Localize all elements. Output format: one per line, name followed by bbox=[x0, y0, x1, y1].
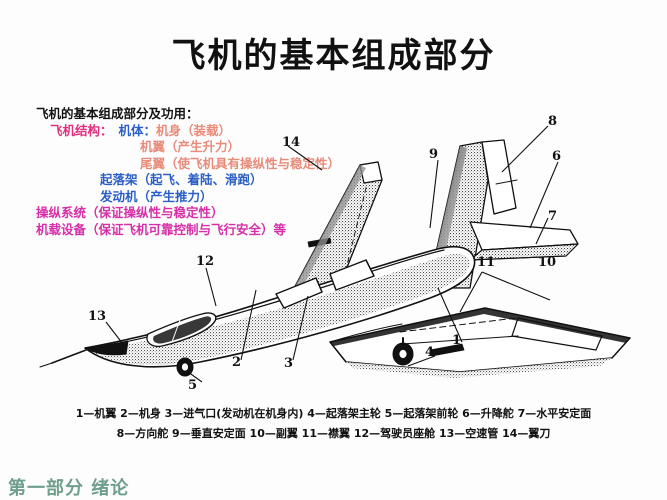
leader-9 bbox=[429, 159, 439, 229]
callout-5: 5 bbox=[188, 378, 198, 393]
outline-label-engine: 发动机（产生推力） bbox=[100, 188, 213, 204]
outline-row-structure: 飞机结构： 机体：机身（装载） bbox=[36, 123, 340, 140]
callout-3: 3 bbox=[284, 356, 294, 371]
outline-label-structure: 飞机结构： bbox=[50, 122, 113, 138]
leader-3 bbox=[292, 295, 309, 361]
callout-2: 2 bbox=[232, 355, 242, 370]
leader-13 bbox=[105, 321, 127, 349]
legend-line-1: 1—机翼 2—机身 3—进气口(发动机在机身内) 4—起落架主轮 5—起落架前轮… bbox=[75, 407, 592, 420]
outline-heading: 飞机的基本组成部分及功用： bbox=[36, 106, 199, 121]
callout-7: 7 bbox=[548, 209, 558, 224]
callout-12: 12 bbox=[196, 254, 215, 269]
legend: 1—机翼 2—机身 3—进气口(发动机在机身内) 4—起落架主轮 5—起落架前轮… bbox=[0, 404, 667, 444]
outline-label-airframe: 机体： bbox=[118, 122, 157, 138]
leader-7 bbox=[535, 217, 549, 245]
legend-line-2: 8—方向舵 9—垂直安定面 10—副翼 11—襟翼 12—驾驶员座舱 13—空速… bbox=[116, 427, 551, 440]
footer-section-label: 第一部分 绪论 bbox=[8, 478, 130, 499]
leader-2 bbox=[240, 289, 257, 361]
leader-8 bbox=[501, 125, 549, 173]
leader-4 bbox=[407, 355, 436, 367]
callout-14: 14 bbox=[282, 135, 301, 150]
leader-14 bbox=[287, 145, 323, 171]
outline-label-avionics: 机载设备（保证飞机可靠控制与飞行安全）等 bbox=[36, 221, 287, 237]
callout-11: 11 bbox=[477, 255, 496, 270]
outline-label-wing: 机翼（产生升力） bbox=[140, 139, 241, 154]
outline-label-control-system: 操纵系统（保证操纵性与稳定性） bbox=[36, 205, 224, 220]
outline-label-fuselage: 机身（装载） bbox=[156, 122, 232, 138]
leader-12 bbox=[205, 267, 217, 307]
callout-10: 10 bbox=[538, 255, 557, 270]
outline-label-empennage: 尾翼（使飞机具有操纵性与稳定性） bbox=[140, 155, 341, 171]
outline-text-block: 飞机的基本组成部分及功用： 飞机结构： 机体：机身（装载） 机翼（产生升力） 尾翼… bbox=[36, 106, 340, 238]
callout-8: 8 bbox=[548, 114, 558, 129]
outline-label-landing-gear: 起落架（起飞、着陆、滑跑） bbox=[100, 172, 263, 187]
callout-9: 9 bbox=[429, 147, 439, 162]
leader-6 bbox=[529, 161, 559, 229]
aircraft-illustration bbox=[30, 110, 650, 400]
page-title: 飞机的基本组成部分 bbox=[171, 36, 496, 76]
leader-11 bbox=[459, 271, 483, 313]
leader-10 bbox=[481, 271, 551, 301]
leader-5 bbox=[187, 371, 203, 383]
callout-6: 6 bbox=[552, 149, 562, 164]
callout-1: 1 bbox=[452, 333, 462, 348]
callout-4: 4 bbox=[425, 345, 435, 360]
callout-13: 13 bbox=[88, 309, 107, 324]
leader-1 bbox=[437, 287, 463, 343]
